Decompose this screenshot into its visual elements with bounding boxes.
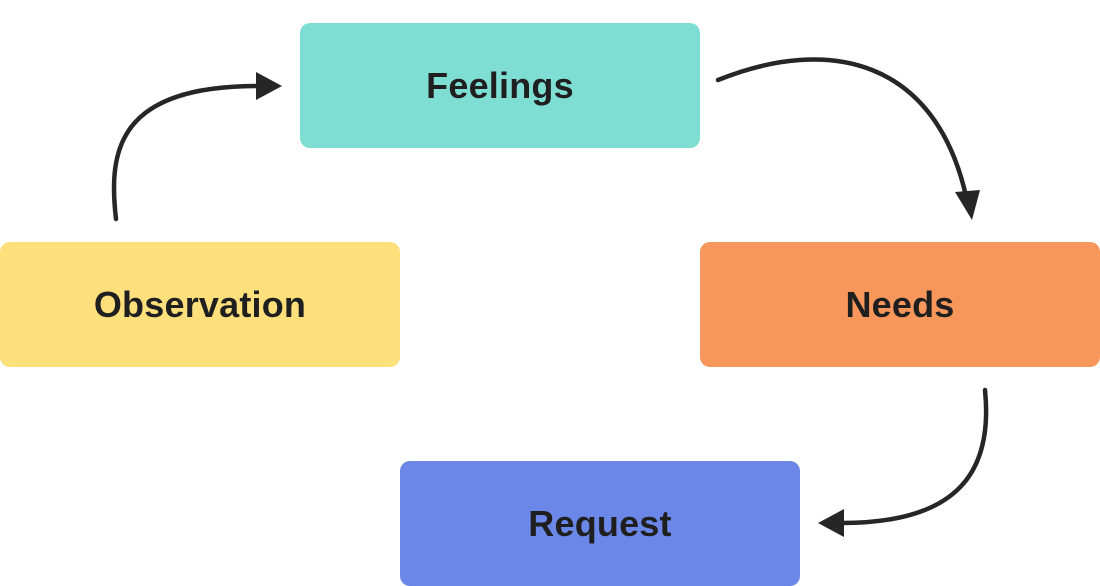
observation-box[interactable]: Observation xyxy=(0,242,400,367)
feelings-label: Feelings xyxy=(426,64,574,106)
arrow-observation-to-feelings xyxy=(111,72,282,222)
observation-label: Observation xyxy=(93,283,307,325)
feelings-box[interactable]: Feelings xyxy=(300,23,700,148)
arrow-feelings-to-needs xyxy=(715,57,980,220)
needs-box[interactable]: Needs xyxy=(700,242,1100,367)
needs-label: Needs xyxy=(845,283,955,325)
arrow-needs-to-request xyxy=(818,387,989,537)
request-box[interactable]: Request xyxy=(400,461,800,586)
request-label: Request xyxy=(528,502,672,544)
